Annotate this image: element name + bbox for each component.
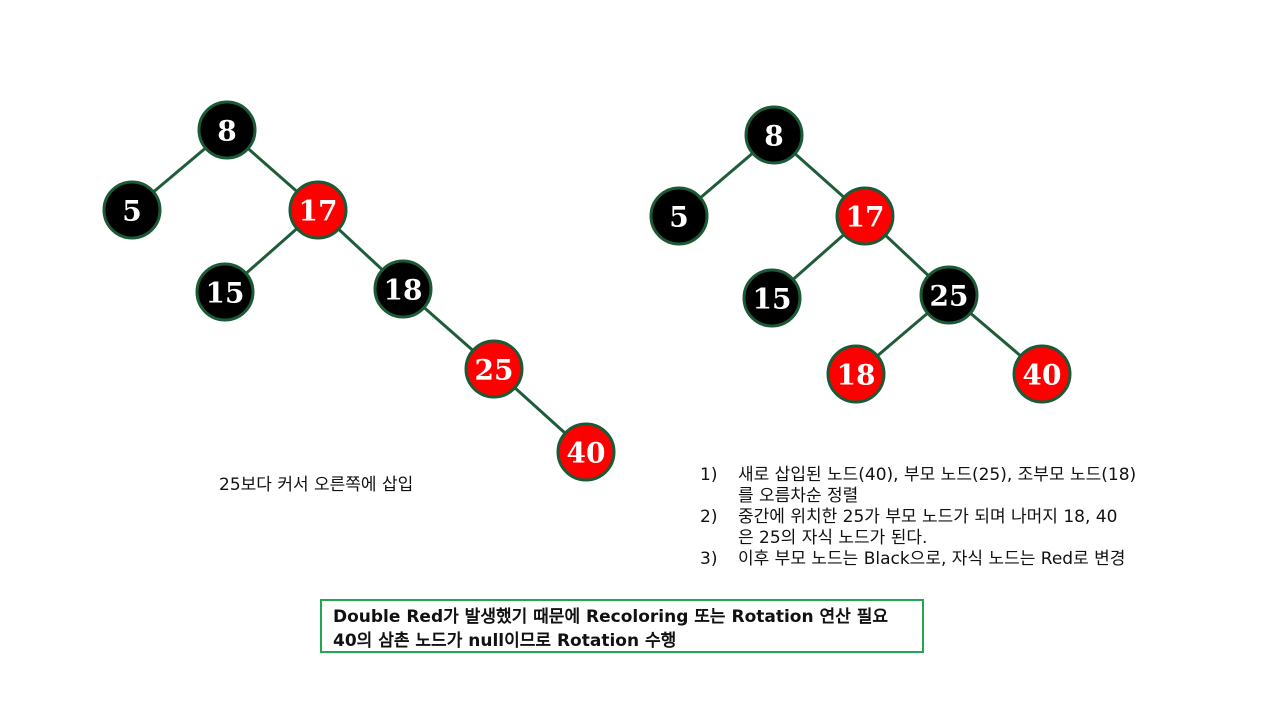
right-tree-node-8: 8	[744, 105, 804, 165]
node-key-label: 17	[846, 201, 885, 234]
step-text-continued: 은 25의 자식 노드가 된다.	[738, 528, 928, 548]
step-number: 3)	[700, 549, 718, 569]
step-item: 2) 중간에 위치한 25가 부모 노드가 되며 나머지 18, 40 은 25…	[700, 505, 1200, 547]
node-circle	[742, 268, 802, 328]
right-tree-node-40: 40	[1012, 344, 1072, 404]
left-tree-node-17: 17	[288, 180, 348, 240]
node-circle	[556, 422, 616, 482]
right-tree-node-15: 15	[742, 268, 802, 328]
left-tree-node-25: 25	[464, 339, 524, 399]
step-item: 1) 새로 삽입된 노드(40), 부모 노드(25), 조부모 노드(18) …	[700, 463, 1200, 505]
node-key-label: 15	[753, 283, 792, 316]
node-key-label: 18	[384, 274, 423, 307]
node-key-label: 25	[475, 354, 514, 387]
node-circle	[826, 344, 886, 404]
explanation-steps: 1) 새로 삽입된 노드(40), 부모 노드(25), 조부모 노드(18) …	[700, 463, 1200, 571]
step-text: 이후 부모 노드는 Black으로, 자식 노드는 Red로 변경	[738, 549, 1126, 569]
note-line: 40의 삼촌 노드가 null이므로 Rotation 수행	[333, 631, 677, 651]
node-circle	[197, 100, 257, 160]
step-number: 1)	[700, 465, 718, 485]
node-circle	[373, 259, 433, 319]
node-circle	[919, 265, 979, 325]
right-tree-node-25: 25	[919, 265, 979, 325]
node-key-label: 5	[669, 201, 688, 234]
node-circle	[288, 180, 348, 240]
node-key-label: 17	[299, 195, 338, 228]
step-text: 새로 삽입된 노드(40), 부모 노드(25), 조부모 노드(18)	[738, 465, 1137, 485]
note-line: Double Red가 발생했기 때문에 Recoloring 또는 Rotat…	[333, 607, 888, 627]
step-text-continued: 를 오름차순 정렬	[738, 486, 859, 506]
node-key-label: 40	[1023, 359, 1062, 392]
node-key-label: 25	[930, 280, 969, 313]
node-circle	[195, 262, 255, 322]
step-number: 2)	[700, 507, 718, 527]
right-tree-node-5: 5	[649, 186, 709, 246]
node-key-label: 18	[837, 359, 876, 392]
left-tree-node-8: 8	[197, 100, 257, 160]
node-key-label: 40	[567, 437, 606, 470]
right-tree-node-17: 17	[835, 186, 895, 246]
right-tree: 8 5 17 15 25 18 40	[649, 105, 1072, 404]
note-box: Double Red가 발생했기 때문에 Recoloring 또는 Rotat…	[320, 599, 924, 653]
node-key-label: 5	[122, 195, 141, 228]
node-circle	[744, 105, 804, 165]
node-circle	[1012, 344, 1072, 404]
node-key-label: 8	[764, 120, 783, 153]
step-text: 중간에 위치한 25가 부모 노드가 되며 나머지 18, 40	[738, 507, 1118, 527]
left-tree-node-15: 15	[195, 262, 255, 322]
left-tree-node-40: 40	[556, 422, 616, 482]
left-tree: 8 5 17 15 18 25 40	[102, 100, 616, 482]
right-tree-node-18: 18	[826, 344, 886, 404]
left-tree-node-5: 5	[102, 180, 162, 240]
left-tree-caption: 25보다 커서 오른쪽에 삽입	[219, 475, 414, 495]
node-circle	[464, 339, 524, 399]
node-circle	[102, 180, 162, 240]
node-circle	[649, 186, 709, 246]
left-tree-node-18: 18	[373, 259, 433, 319]
node-key-label: 8	[217, 115, 236, 148]
node-circle	[835, 186, 895, 246]
step-item: 3) 이후 부모 노드는 Black으로, 자식 노드는 Red로 변경	[700, 547, 1200, 571]
node-key-label: 15	[206, 277, 245, 310]
